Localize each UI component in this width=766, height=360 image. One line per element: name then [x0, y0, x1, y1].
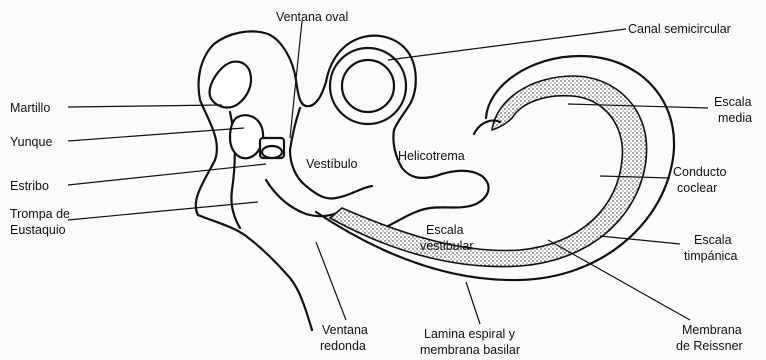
- label-reissner-1: Membrana: [682, 323, 742, 337]
- label-yunque: Yunque: [10, 135, 52, 149]
- ear-lower-outline: [198, 215, 312, 330]
- label-escala-media-1: Escala: [714, 95, 752, 109]
- label-trompa-1: Trompa de: [10, 207, 70, 221]
- malleus-shape: [210, 62, 251, 108]
- label-canal-semicircular: Canal semicircular: [628, 22, 731, 36]
- label-conducto-2: coclear: [677, 181, 717, 195]
- label-trompa-2: Eustaquio: [10, 223, 66, 237]
- label-martillo: Martillo: [10, 101, 50, 115]
- label-conducto-1: Conducto: [673, 165, 727, 179]
- label-escala-vest-1: Escala: [426, 223, 464, 237]
- semicircular-canal-inner: [342, 60, 394, 112]
- incus-shape: [230, 115, 263, 158]
- label-ventana-redonda-2: redonda: [320, 339, 366, 353]
- label-escala-media-2: media: [718, 111, 752, 125]
- leader-lines: [68, 21, 708, 324]
- label-escala-timp-2: timpánica: [684, 249, 738, 263]
- vestibule-outline: [290, 108, 372, 199]
- label-lamina-1: Lamina espiral y: [424, 327, 516, 341]
- label-estribo: Estribo: [10, 179, 49, 193]
- label-reissner-2: de Reissner: [676, 339, 743, 353]
- label-helicotrema: Helicotrema: [398, 149, 465, 163]
- label-ventana-redonda-1: Ventana: [322, 323, 368, 337]
- label-escala-timp-1: Escala: [694, 233, 732, 247]
- label-vestibulo: Vestíbulo: [306, 157, 357, 171]
- label-lamina-2: membrana basilar: [420, 343, 520, 357]
- label-ventana-oval: Ventana oval: [276, 10, 348, 24]
- label-escala-vest-2: vestibular: [420, 239, 474, 253]
- stapes-head: [262, 146, 282, 158]
